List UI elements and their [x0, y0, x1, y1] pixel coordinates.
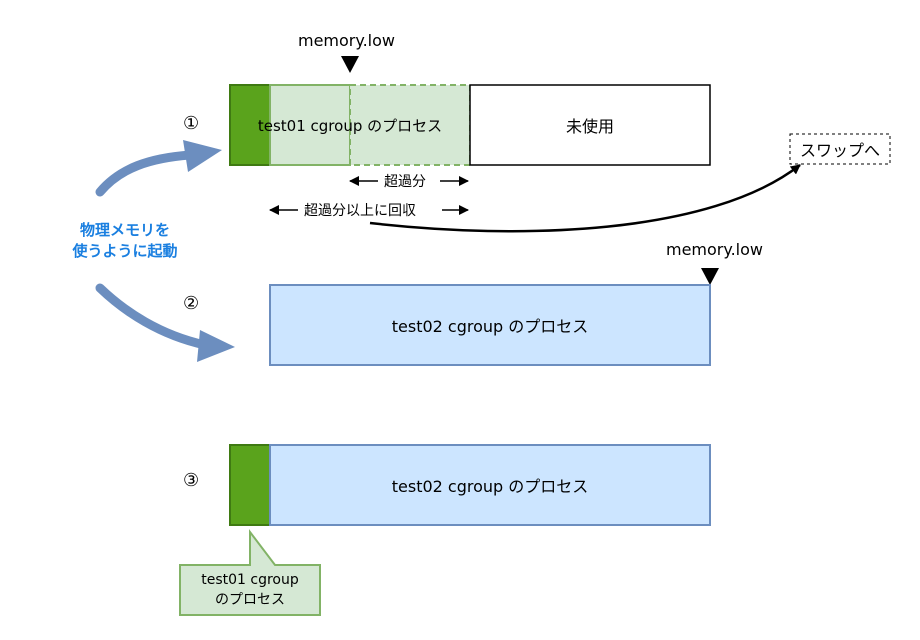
start-label-line1: 物理メモリを [79, 221, 170, 239]
step-2-marker: ② [183, 293, 200, 314]
unused-label: 未使用 [565, 117, 614, 136]
memory-low-marker-top [341, 56, 359, 73]
test01-process-label: test01 cgroup のプロセス [257, 116, 443, 135]
start-label: 物理メモリを 使うように起動 [50, 218, 200, 264]
test01-remaining-block [229, 444, 271, 526]
reclaim-label: 超過分以上に回収 [304, 203, 416, 219]
step-1-marker: ① [183, 113, 200, 134]
callout-line1: test01 cgroup [201, 572, 299, 588]
start-arrow-up-head [183, 140, 222, 172]
step-3-marker: ③ [183, 470, 200, 491]
memory-low-label-top: memory.low [298, 31, 395, 50]
test02-process-label-row3: test02 cgroup のプロセス [391, 477, 589, 496]
start-label-line2: 使うように起動 [72, 242, 178, 260]
memory-low-label-right: memory.low [666, 240, 763, 259]
start-arrow-down-head [197, 330, 235, 362]
test02-process-label-row2: test02 cgroup のプロセス [391, 317, 589, 336]
start-arrow-up [95, 150, 195, 197]
memory-low-marker-right [701, 268, 719, 285]
swap-label: スワップへ [799, 141, 880, 160]
callout-label: test01 cgroup のプロセス [180, 566, 320, 614]
callout-line2: のプロセス [215, 592, 285, 608]
swap-arrow [369, 164, 801, 233]
excess-label: 超過分 [384, 174, 426, 190]
